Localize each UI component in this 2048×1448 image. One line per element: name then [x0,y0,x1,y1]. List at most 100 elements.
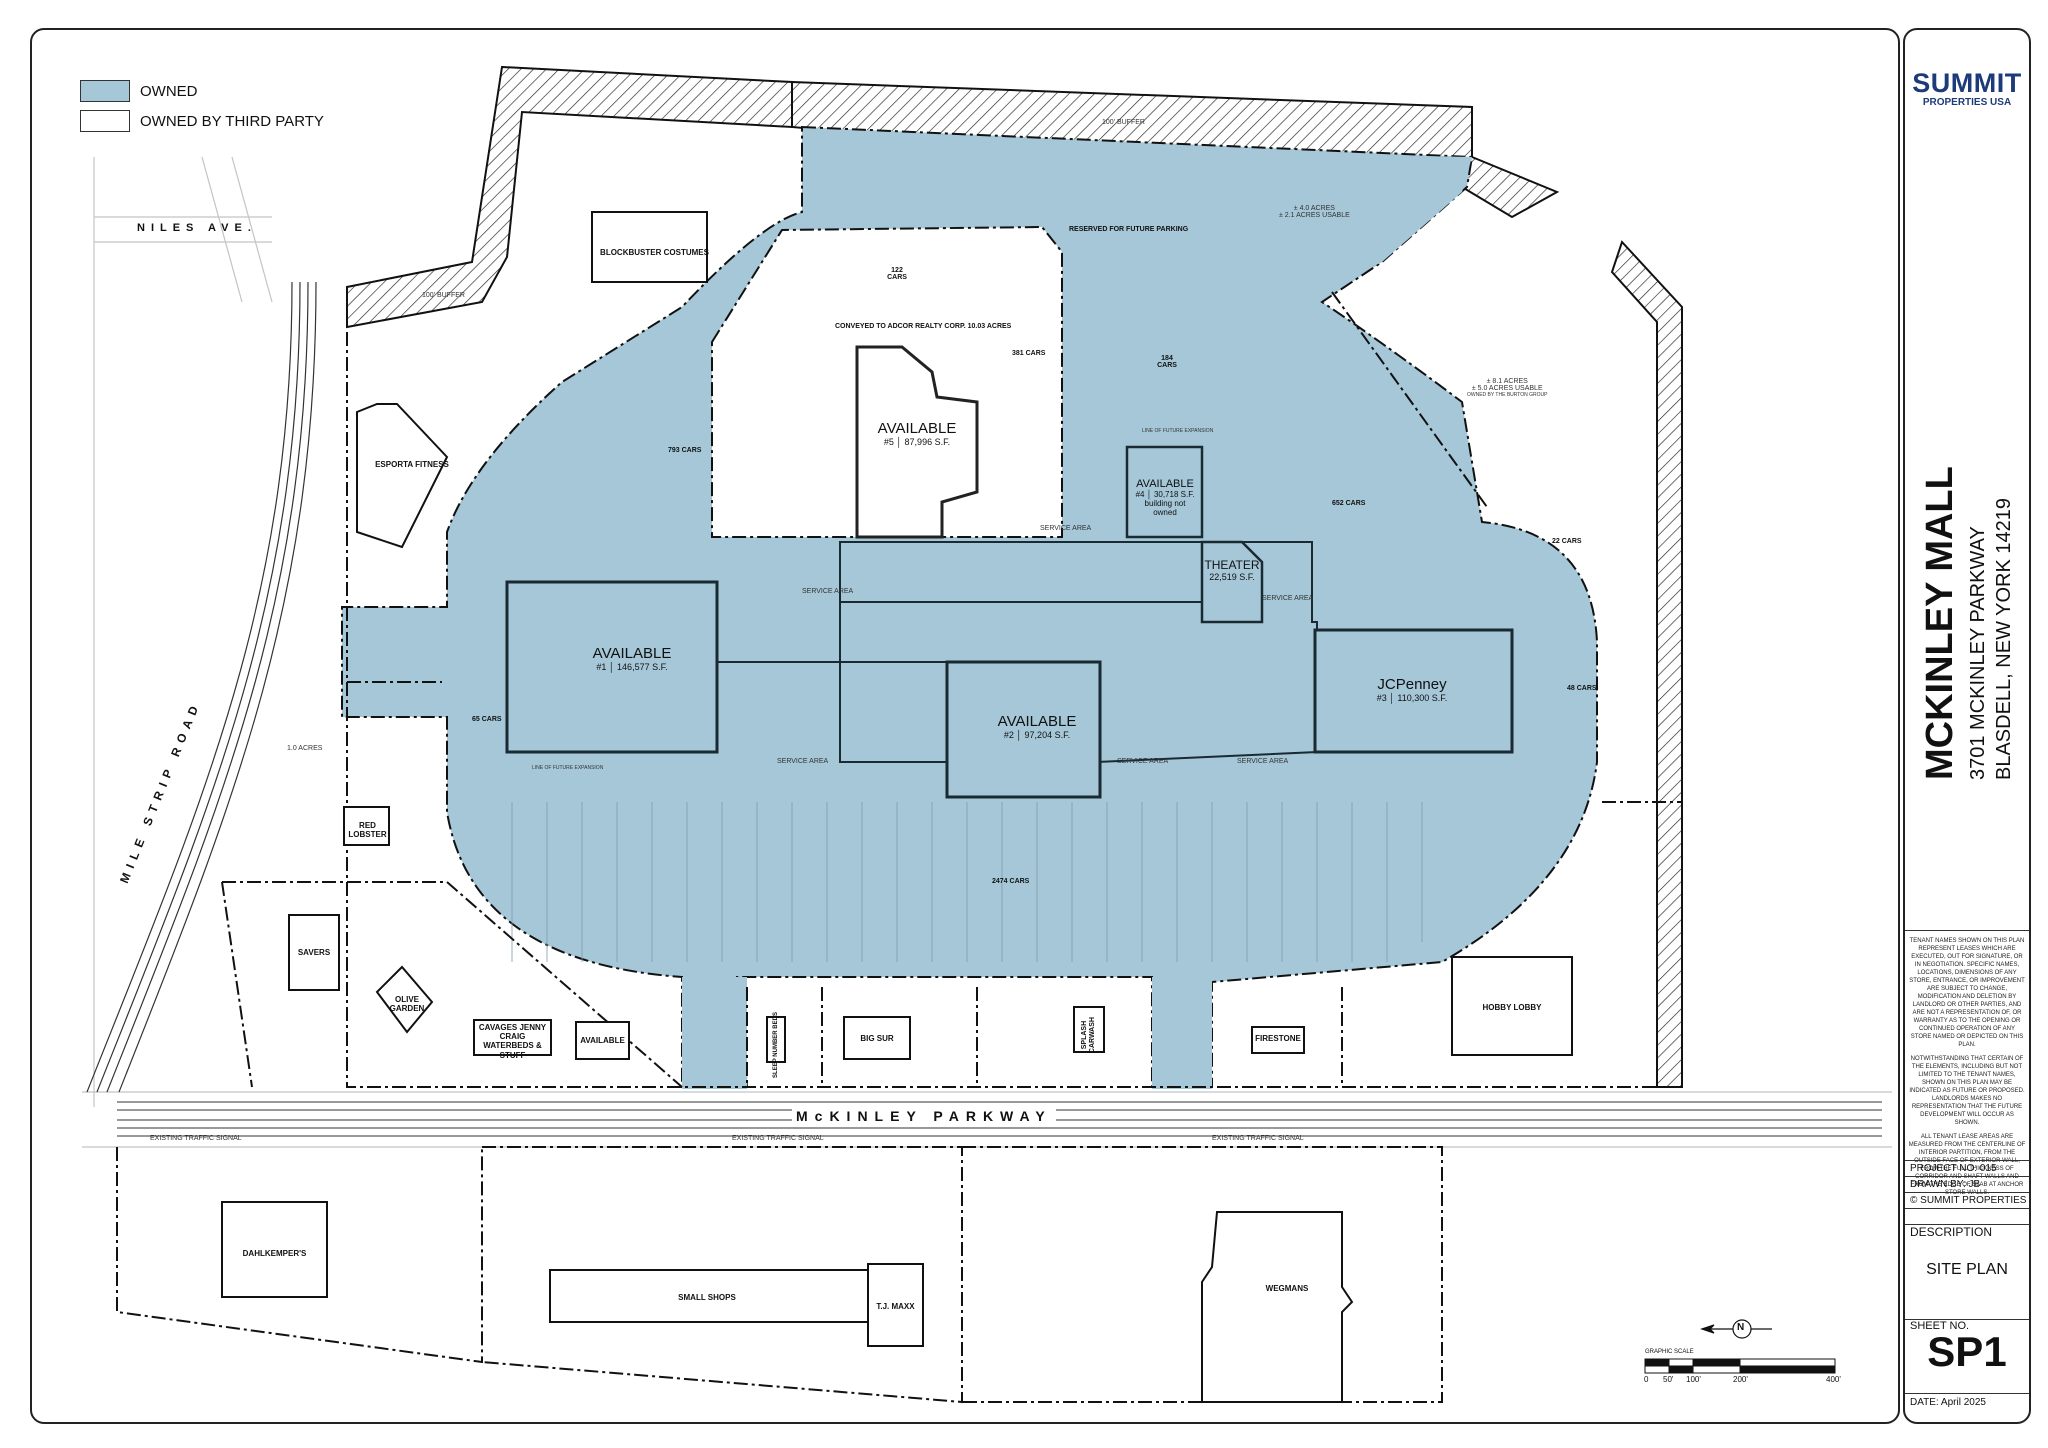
service-area-label: SERVICE AREA [802,588,854,595]
tenant-red-lobster: RED LOBSTER [348,821,387,840]
anchor-2-outline [945,660,1102,799]
project-number: PROJECT NO: 015 [1905,1160,2029,1176]
anchor-number: #4 [1135,490,1145,499]
parking-count-381: 381 CARS [1012,350,1046,357]
disclaimer-note: TENANT NAMES SHOWN ON THIS PLAN REPRESEN… [1909,938,2025,1048]
esporta-building [356,403,449,549]
anchor-sf: 110,300 S.F. [1397,693,1448,703]
buffer-label: 100' BUFFER [1102,119,1145,126]
wegmans-building [1201,1211,1354,1403]
sheet-box: SHEET NO. SP1 [1905,1319,2029,1393]
tenant-olive-garden: OLIVE GARDEN [389,995,425,1014]
parcel-acres: ± 4.0 ACRES [1293,205,1335,212]
tenant-sleep-number: SLEEP NUMBER BEDS [773,1012,780,1078]
parking-count-793: 793 CARS [668,447,702,454]
legend-label: OWNED BY THIRD PARTY [140,112,324,130]
parking-count-65: 65 CARS [472,716,502,723]
anchor-area: #1 │ 146,577 S.F. [596,662,668,672]
drawn-by: DRAWN BY: JB [1905,1176,2029,1192]
parcel-8-acres: ± 8.1 ACRES ± 5.0 ACRES USABLE OWNED BY … [1467,378,1547,398]
tenant-hobby-lobby: HOBBY LOBBY [1482,1003,1542,1012]
theater-label: THEATER 22,519 S.F. [1192,558,1272,582]
service-area-label: SERVICE AREA [777,758,829,765]
date: DATE: April 2025 [1905,1393,2029,1413]
traffic-signal-label: EXISTING TRAFFIC SIGNAL [732,1135,824,1142]
anchor-name: AVAILABLE [592,645,672,662]
tenant-firestone: FIRESTONE [1255,1034,1301,1043]
future-expansion-label: LINE OF FUTURE EXPANSION [1142,428,1214,434]
tenant-big-sur: BIG SUR [860,1034,894,1043]
map-legend: OWNED OWNED BY THIRD PARTY [80,78,324,138]
anchor-name: JCPenney [1377,676,1447,693]
anchor-name: AVAILABLE [1136,478,1194,490]
dahlkempers-building [221,1201,328,1298]
anchor-3-outline [1313,628,1514,754]
parcel-4-acres: ± 4.0 ACRES ± 2.1 ACRES USABLE [1279,205,1350,219]
sheet-number: SP1 [1927,1328,2007,1375]
owned-parcel-4-acres [1222,152,1472,302]
south-driveway-west [682,977,747,1089]
scale-tick: 100' [1686,1375,1701,1384]
blank-row [1905,1208,2029,1224]
anchor-sf: 30,718 S.F. [1153,490,1195,499]
tenant-savers: SAVERS [297,948,331,957]
legend-label: OWNED [140,82,198,100]
service-area-label: SERVICE AREA [1262,595,1314,602]
anchor-4-label: AVAILABLE #4 │ 30,718 S.F. building not … [1125,478,1205,517]
parcel-acres: ± 8.1 ACRES [1486,378,1528,385]
scale-tick: 400' [1826,1375,1841,1384]
anchor-note: owned [1153,508,1177,517]
disclaimer-notes: TENANT NAMES SHOWN ON THIS PLAN REPRESEN… [1905,930,2029,1203]
savers-building [288,914,340,991]
parking-count-122: 122 CARS [887,267,907,281]
traffic-signal-label: EXISTING TRAFFIC SIGNAL [150,1135,242,1142]
project-name: MCKINLEY MALL [1919,466,1961,780]
service-area-label: SERVICE AREA [1237,758,1289,765]
outparcel-boundaries [116,291,1682,1404]
parking-count-48: 48 CARS [1567,685,1597,692]
parcel-usable: ± 2.1 ACRES USABLE [1279,212,1350,219]
parking-count-652: 652 CARS [1332,500,1366,507]
third-party-swatch [80,110,130,132]
south-driveway-east [1152,977,1212,1089]
graphic-scale [1644,1358,1836,1374]
theater-name: THEATER [1204,558,1260,572]
anchor-number: #3 [1376,693,1387,703]
logo-subtitle: PROPERTIES USA [1922,97,2012,108]
anchor-number: #2 [1003,730,1014,740]
traffic-signal-label: EXISTING TRAFFIC SIGNAL [1212,1135,1304,1142]
big-sur-building [843,1016,911,1060]
anchor-name: AVAILABLE [997,713,1077,730]
tenant-cavages: CAVAGES JENNY CRAIG WATERBEDS & STUFF [478,1023,547,1060]
parking-count-2474: 2474 CARS [992,878,1030,885]
mckinley-parkway-label: McKINLEY PARKWAY [792,1108,1056,1124]
parking-stall-lines [511,802,1423,962]
parcel-1-acre: 1.0 ACRES [287,745,323,752]
summit-logo: SUMMIT PROPERTIES USA [1905,30,2029,150]
service-area-label: SERVICE AREA [1040,525,1092,532]
anchor-5-outline [855,345,979,539]
project-address-2: BLASDELL, NEW YORK 14219 [1993,498,2015,780]
theater-area: 22,519 S.F. [1209,572,1255,582]
cavages-building [473,1019,552,1056]
conveyed-label: CONVEYED TO ADCOR REALTY CORP. 10.03 ACR… [835,323,1012,330]
blockbuster-building [591,211,708,283]
anchor-area: #5 │ 87,996 S.F. [883,437,951,447]
parcel-owner: OWNED BY THE BURTON GROUP [1467,392,1548,398]
scale-tick: 0 [1644,1375,1649,1384]
theater-outline [1200,540,1264,624]
parcel-usable: ± 5.0 ACRES USABLE [1471,385,1543,392]
anchor-sf: 87,996 S.F. [904,437,951,447]
disclaimer-note: NOTWITHSTANDING THAT CERTAIN OF THE ELEM… [1909,1056,2025,1126]
copyright: © SUMMIT PROPERTIES [1905,1192,2029,1208]
scale-tick: 200' [1733,1375,1748,1384]
parking-count-22: 22 CARS [1552,538,1582,545]
logo-wordmark: SUMMIT [1912,68,2022,98]
anchor-area: #2 │ 97,204 S.F. [1003,730,1071,740]
legend-item-third-party: OWNED BY THIRD PARTY [80,108,324,134]
anchor-2-label: AVAILABLE #2 │ 97,204 S.F. [957,713,1117,740]
anchor-sf: 97,204 S.F. [1024,730,1071,740]
future-expansion-label: LINE OF FUTURE EXPANSION [532,765,604,771]
description-label: DESCRIPTION [1910,1225,1993,1239]
tenant-splash: SPLASH CARWASH [1080,1017,1096,1054]
